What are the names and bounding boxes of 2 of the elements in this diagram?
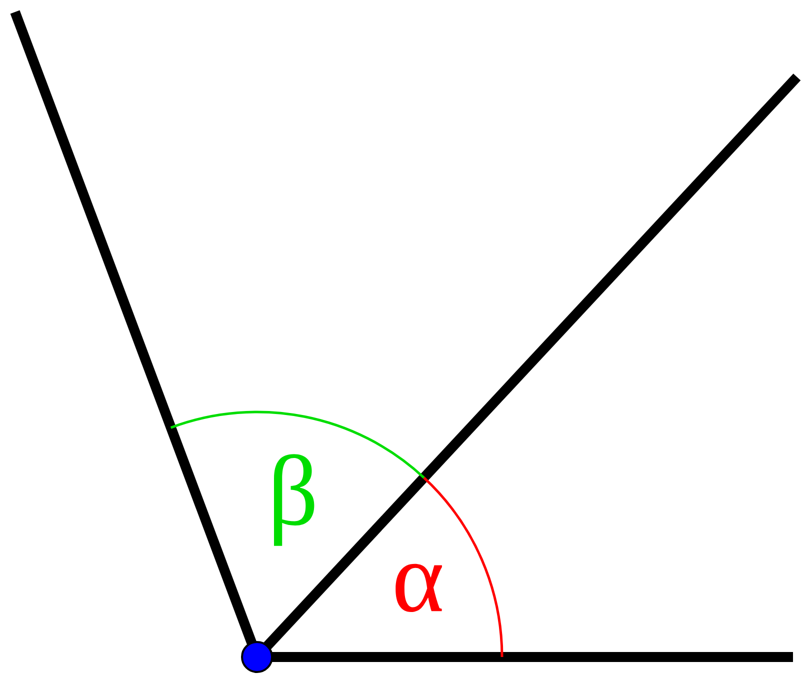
- angle-label: β: [274, 454, 314, 546]
- angle-label: α: [396, 564, 442, 612]
